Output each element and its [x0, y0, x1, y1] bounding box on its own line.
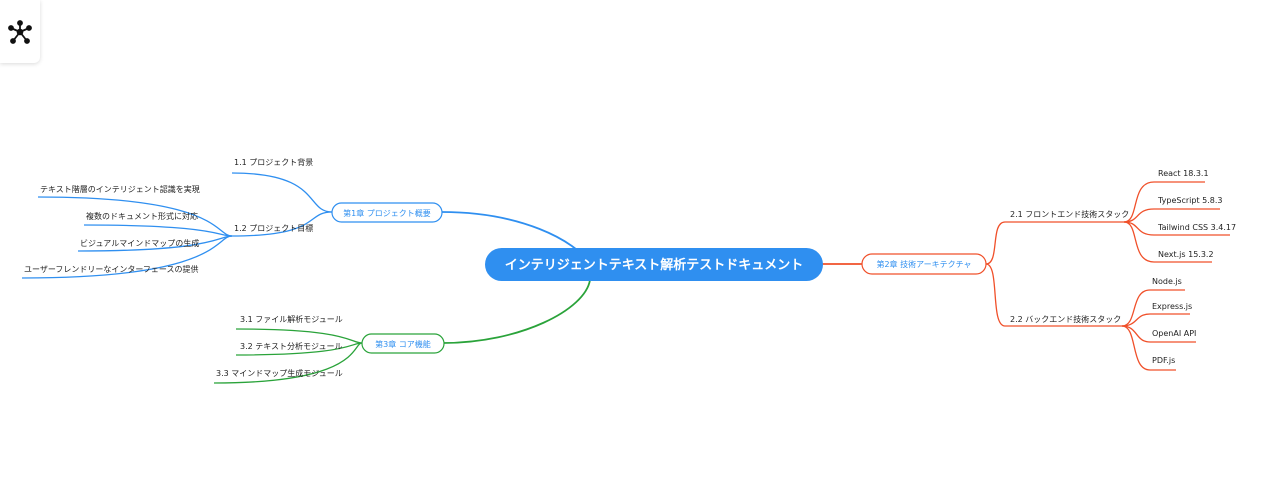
item-label[interactable]: React 18.3.1	[1158, 169, 1209, 178]
item-label[interactable]: Tailwind CSS 3.4.17	[1157, 223, 1236, 232]
item-label[interactable]: Next.js 15.3.2	[1158, 250, 1214, 259]
item-label[interactable]: ユーザーフレンドリーなインターフェースの提供	[24, 264, 198, 274]
chapter-label: 第1章 プロジェクト概要	[343, 208, 431, 218]
chapter-node-1[interactable]: 第1章 プロジェクト概要	[331, 202, 443, 223]
mindmap-toolbar-button[interactable]	[0, 0, 40, 63]
section-label[interactable]: 3.1 ファイル解析モジュール	[240, 314, 343, 324]
root-label: インテリジェントテキスト解析テストドキュメント	[505, 257, 804, 273]
chapter-node-2[interactable]: 第2章 技術アーキテクチャ	[861, 253, 987, 275]
root-node[interactable]: インテリジェントテキスト解析テストドキュメント	[485, 248, 823, 281]
item-label[interactable]: ビジュアルマインドマップの生成	[80, 238, 199, 248]
section-label[interactable]: 1.1 プロジェクト背景	[234, 157, 313, 167]
item-label[interactable]: 複数のドキュメント形式に対応	[86, 211, 198, 221]
item-label[interactable]: Express.js	[1152, 302, 1192, 311]
chapter-label: 第2章 技術アーキテクチャ	[876, 259, 971, 269]
item-label[interactable]: PDF.js	[1152, 356, 1175, 365]
item-label[interactable]: Node.js	[1152, 277, 1182, 286]
item-label[interactable]: テキスト階層のインテリジェント認識を実現	[40, 184, 200, 194]
item-label[interactable]: OpenAI API	[1152, 329, 1196, 338]
section-label[interactable]: 2.1 フロントエンド技術スタック	[1010, 209, 1129, 219]
section-label[interactable]: 2.2 バックエンド技術スタック	[1010, 314, 1121, 324]
section-label[interactable]: 3.2 テキスト分析モジュール	[240, 341, 342, 351]
section-label[interactable]: 1.2 プロジェクト目標	[234, 223, 313, 233]
mindmap-icon	[8, 19, 32, 44]
item-label[interactable]: TypeScript 5.8.3	[1157, 196, 1222, 205]
chapter-node-3[interactable]: 第3章 コア機能	[361, 333, 445, 354]
chapter-label: 第3章 コア機能	[375, 339, 431, 349]
section-label[interactable]: 3.3 マインドマップ生成モジュール	[216, 368, 343, 378]
